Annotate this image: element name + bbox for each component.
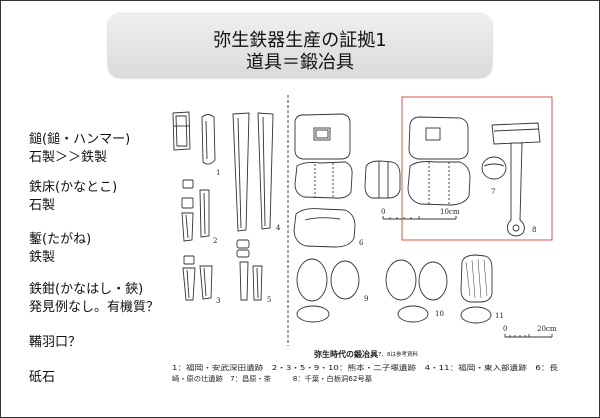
artifact-anvil-stone-side — [294, 161, 353, 199]
artifact-4-long-chisels — [232, 112, 274, 258]
scale-small-zero: 0 — [381, 208, 385, 216]
tool-item-whetstone-name: 砥石 — [29, 370, 56, 385]
scale-large-max: 20cm — [537, 325, 557, 333]
figure-caption-title: 弥生時代の鍛冶具 — [314, 349, 378, 359]
figure-label-7: 7 — [491, 188, 495, 196]
tool-item-chisel: 鏨(たがね) 鉄製 — [29, 231, 91, 266]
figure-label-6: 6 — [359, 239, 364, 247]
artifact-5-chisels — [239, 261, 263, 301]
tool-item-anvil: 鉄床(かなとこ) 石製 — [29, 179, 117, 214]
artifact-8-iron-hammer — [491, 122, 541, 237]
scale-bar-20cm — [504, 334, 553, 338]
figure-label-11: 11 — [495, 312, 504, 320]
artifact-6-anvil-stone — [293, 208, 356, 248]
figure-label-8: 8 — [532, 226, 536, 234]
artifact-2-chisels — [181, 179, 210, 242]
artifact-1-hammerstones — [172, 111, 216, 165]
title-box: 弥生鉄器生産の証拠1 道具＝鍛冶具 — [108, 14, 492, 78]
tool-item-chisel-name: 鏨(たがね) — [29, 232, 92, 247]
artifact-7-anvil-stones — [407, 116, 507, 206]
artifact-3-chisels — [182, 255, 213, 301]
figure-label-1: 1 — [216, 169, 220, 177]
tool-item-anvil-name: 鉄床(かなとこ) — [29, 180, 118, 195]
tool-item-tongs-note: 発見例なし。有機質？ — [29, 299, 160, 315]
figure-sources-line-1: 1：福岡・安武深田遺跡 2・3・5・9・10：熊本・二子塚遺跡 4・11：福岡・… — [172, 363, 558, 372]
slide-title-line-2: 道具＝鍛冶具 — [246, 52, 354, 73]
scale-large-zero: 0 — [503, 325, 507, 333]
figure-label-3: 3 — [216, 297, 220, 305]
tool-item-tongs: 鉄鉗(かなはし・鋏) 発見例なし。有機質？ — [29, 281, 159, 316]
figure-label-2: 2 — [213, 237, 217, 245]
artifact-anvil-stone-top — [294, 113, 351, 160]
scale-bar-10cm — [382, 216, 457, 220]
tool-item-whetstone: 砥石 — [29, 369, 55, 387]
artifact-9-whetstones — [296, 258, 360, 323]
figure-label-9: 9 — [364, 295, 368, 303]
tool-item-hammer-name: 鎚(鎚・ハンマー) — [29, 132, 131, 147]
artifact-anvil-stone-section — [364, 160, 401, 199]
figure-sources-line-2: 崎・原の辻遺跡 7：昌原・茶 8：千葉・白栃洞62号墓 — [172, 374, 372, 383]
figure-label-4: 4 — [276, 224, 281, 232]
tool-item-hammer-note: 石製＞＞鉄製 — [29, 149, 108, 165]
tool-item-anvil-note: 石製 — [29, 197, 56, 213]
figure-label-5: 5 — [267, 296, 271, 304]
tool-item-tongs-name: 鉄鉗(かなはし・鋏) — [29, 282, 144, 297]
tool-item-tuyere: 鞴羽口？ — [29, 334, 81, 352]
scale-small-max: 10cm — [440, 208, 460, 216]
figure-caption-note: 7、8は参考資料 — [378, 350, 418, 358]
tool-item-tuyere-name: 鞴羽口？ — [29, 335, 82, 350]
figure-label-10: 10 — [435, 310, 444, 318]
artifact-10-whetstones — [385, 259, 448, 323]
tool-item-chisel-note: 鉄製 — [29, 249, 56, 265]
tool-item-hammer: 鎚(鎚・ハンマー) 石製＞＞鉄製 — [29, 131, 130, 166]
artifact-11-whetstone — [460, 254, 493, 324]
slide-title-line-1: 弥生鉄器生産の証拠1 — [213, 30, 387, 51]
highlight-box — [401, 96, 553, 241]
